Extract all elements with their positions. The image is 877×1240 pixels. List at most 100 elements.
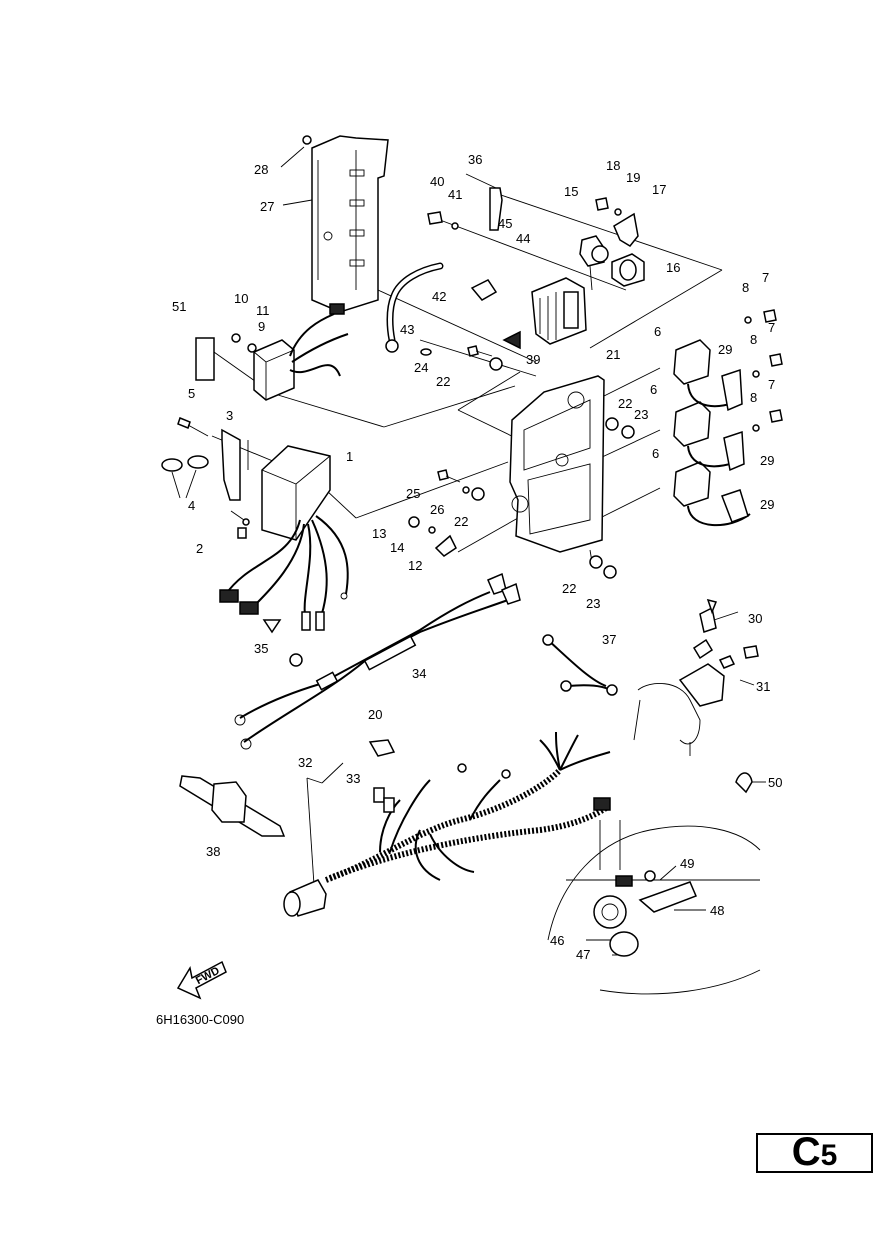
- callout: 25: [406, 486, 420, 501]
- callout: 6: [652, 446, 659, 461]
- callout: 7: [768, 320, 775, 335]
- callout: 14: [390, 540, 404, 555]
- part-38-bracket: [179, 775, 286, 837]
- section-letter: C: [791, 1130, 821, 1174]
- part-17-bracket: [613, 212, 639, 247]
- callout: 46: [550, 933, 564, 948]
- callout: 16: [666, 260, 680, 275]
- callout: 15: [564, 184, 578, 199]
- callout: 8: [742, 280, 749, 295]
- part-24-bolt: [467, 345, 493, 357]
- callout: 6: [654, 324, 661, 339]
- part-4-clamps: [161, 455, 209, 499]
- callout: 28: [254, 162, 268, 177]
- fwd-label: FWD: [194, 965, 222, 987]
- callout: 4: [188, 498, 195, 513]
- callout: 3: [226, 408, 233, 423]
- callout: 50: [768, 775, 782, 790]
- part-6-ignition-coils: [673, 339, 751, 527]
- callout: 1: [346, 449, 353, 464]
- part-15-solenoid: [579, 235, 609, 291]
- callout: 30: [748, 611, 762, 626]
- callout: 35: [254, 641, 268, 656]
- callout: 39: [526, 352, 540, 367]
- part-46-49-grommet-plate: [547, 820, 761, 995]
- callout: 8: [750, 390, 757, 405]
- callout: 18: [606, 158, 620, 173]
- part-33-fuse-holder: [373, 787, 395, 813]
- callout: 6: [650, 382, 657, 397]
- part-34-battery-cable: [234, 572, 521, 750]
- callout: 37: [602, 632, 616, 647]
- callout: 48: [710, 903, 724, 918]
- callout: 7: [762, 270, 769, 285]
- callout: 21: [606, 347, 620, 362]
- callout: 10: [234, 291, 248, 306]
- part-21-plate: [509, 375, 605, 553]
- callout: 31: [756, 679, 770, 694]
- part-1-cdi-unit: [219, 445, 349, 634]
- callout: 19: [626, 170, 640, 185]
- figure-code: 6H16300-C090: [156, 1012, 244, 1027]
- part-22-grommets: [471, 357, 619, 569]
- part-40-41-screw-washer: [427, 211, 459, 230]
- callout: 12: [408, 558, 422, 573]
- callout: 22: [436, 374, 450, 389]
- callout: 45: [498, 216, 512, 231]
- part-37-lead: [542, 634, 618, 696]
- part-hose: [385, 262, 444, 353]
- callout: 8: [750, 332, 757, 347]
- part-32-main-harness: [283, 731, 611, 917]
- callout: 34: [412, 666, 426, 681]
- part-35-clip: [289, 653, 303, 667]
- part-20-clip: [368, 739, 396, 757]
- part-36-hose-joint: [489, 187, 503, 231]
- part-29-plug-caps: [721, 368, 749, 523]
- callout: 22: [562, 581, 576, 596]
- callout: 23: [634, 407, 648, 422]
- fwd-arrow: FWD: [176, 960, 227, 1000]
- callout: 29: [760, 453, 774, 468]
- callout: 7: [768, 377, 775, 392]
- part-51-label: [195, 337, 215, 381]
- part-23-collars: [603, 425, 635, 579]
- part-18-19-screw-washer: [595, 197, 622, 216]
- callout: 9: [258, 319, 265, 334]
- part-5-bolt: [177, 417, 209, 437]
- part-7-8-screws: [744, 309, 783, 432]
- part-13-14-12-screws: [408, 516, 457, 557]
- part-50-clip: [735, 772, 753, 794]
- callout: 2: [196, 541, 203, 556]
- callout: 41: [448, 187, 462, 202]
- callout: 43: [400, 322, 414, 337]
- leader-lines: [203, 146, 766, 956]
- callout: 38: [206, 844, 220, 859]
- part-2-connector: [237, 518, 250, 539]
- part-3-bracket: [221, 428, 241, 501]
- callout: 23: [586, 596, 600, 611]
- callout: 47: [576, 947, 590, 962]
- part-43-washer: [420, 348, 432, 356]
- part-30-31-sensor: [633, 598, 759, 756]
- callout: 11: [256, 303, 270, 318]
- callout: 17: [652, 182, 666, 197]
- part-9-rectifier: [231, 303, 349, 401]
- callout: 44: [516, 231, 530, 246]
- callout: 29: [718, 342, 732, 357]
- part-25-26-bolt-washer: [437, 469, 470, 494]
- callout: 36: [468, 152, 482, 167]
- callout: 26: [430, 502, 444, 517]
- callout: 49: [680, 856, 694, 871]
- callout: 27: [260, 199, 274, 214]
- callout: 51: [172, 299, 186, 314]
- part-27-cover: [302, 135, 389, 313]
- callout-labels: 1 2 3 4 5 6 6 6 7 7 7 8 8 8 9 10 11 12 1…: [172, 152, 782, 962]
- callout: 33: [346, 771, 360, 786]
- callout: 13: [372, 526, 386, 541]
- callout: 29: [760, 497, 774, 512]
- callout: 5: [188, 386, 195, 401]
- callout: 40: [430, 174, 444, 189]
- section-number: 5: [820, 1139, 838, 1172]
